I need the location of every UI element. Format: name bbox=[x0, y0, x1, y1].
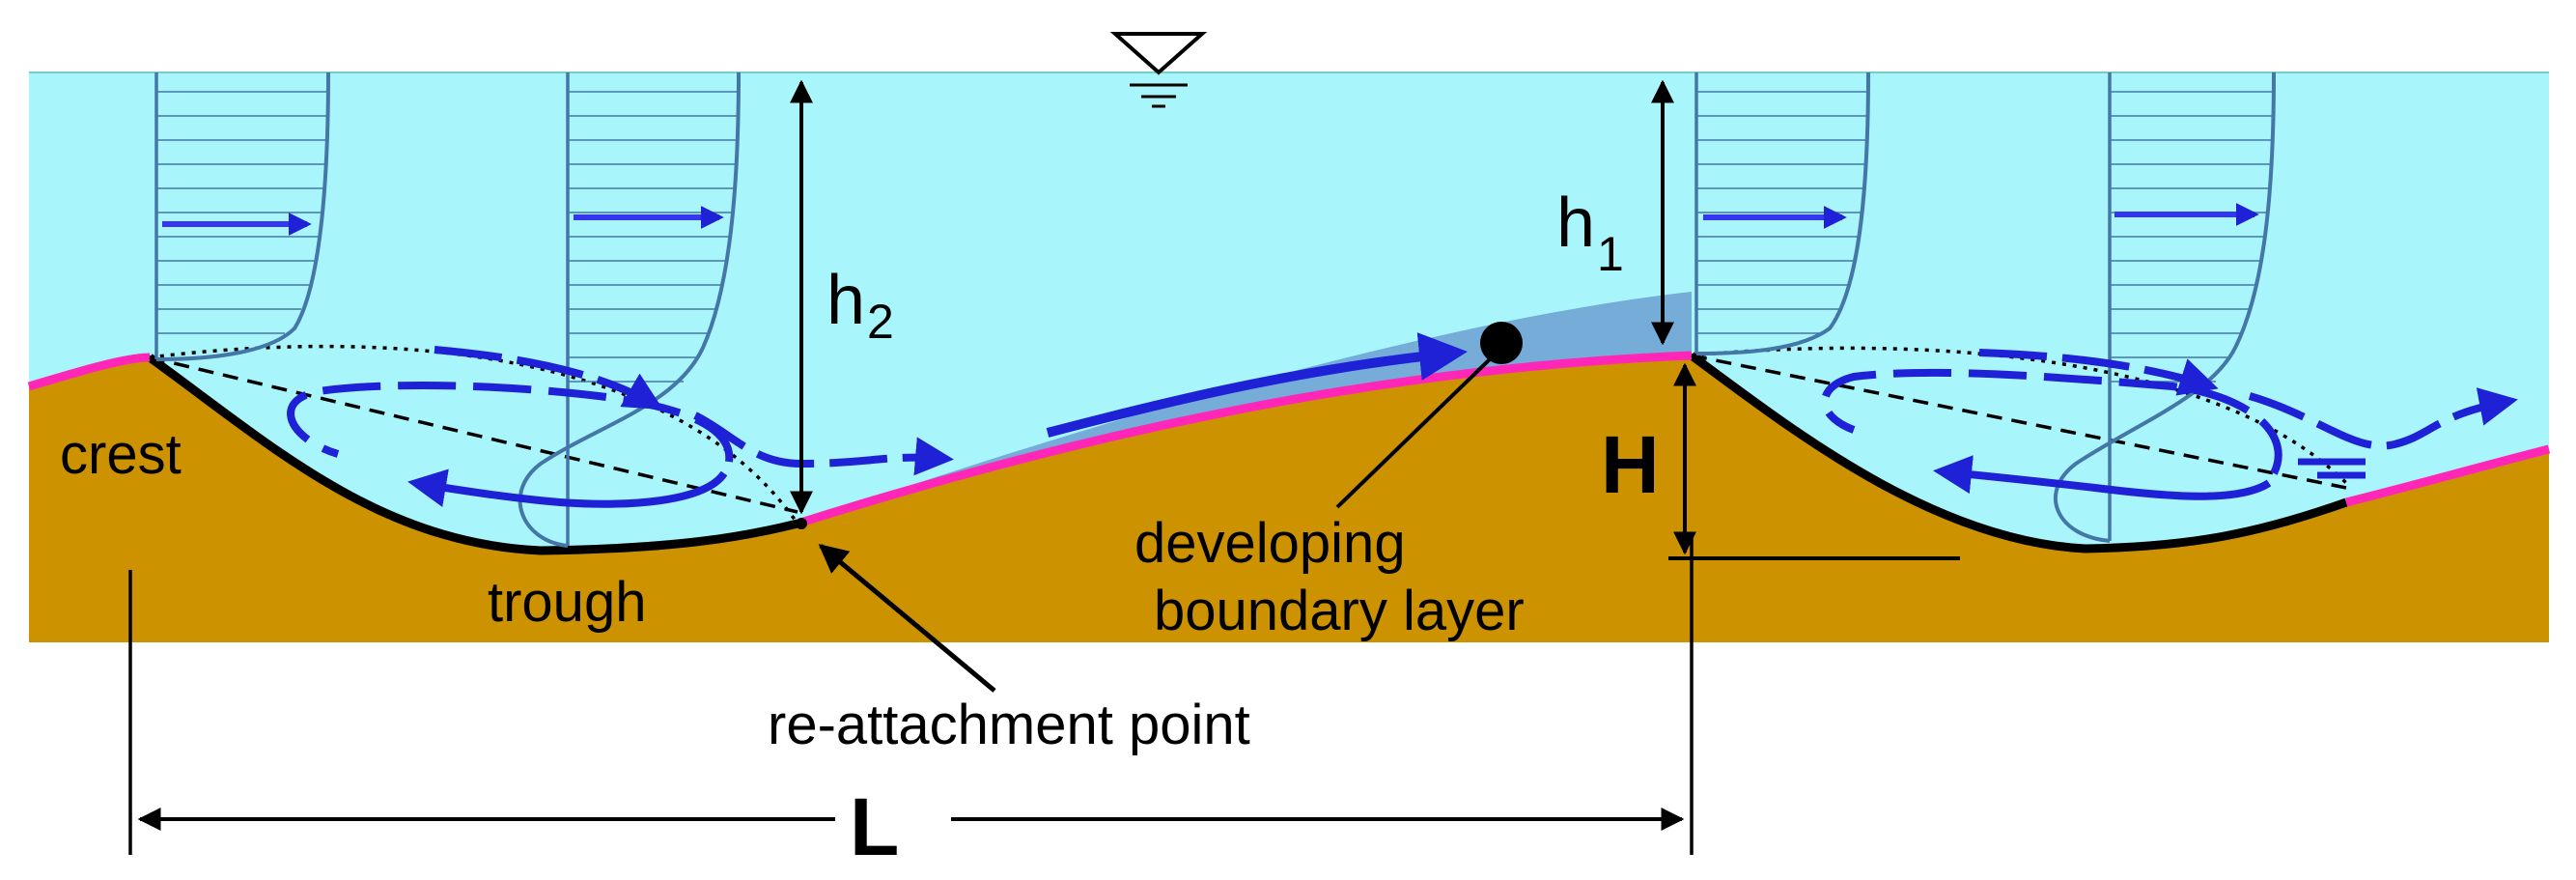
separation-streamline-dotted-left bbox=[149, 344, 799, 525]
boundary-layer-pointer-line bbox=[1335, 355, 1494, 509]
crest-label: crest bbox=[60, 423, 182, 486]
recirculation-eddy-left-upper bbox=[287, 381, 734, 463]
separation-streamline-dashed-left bbox=[149, 355, 798, 514]
trough-label: trough bbox=[488, 571, 646, 634]
flow-arrow-above-eddy-right bbox=[1978, 349, 2219, 396]
boundary-layer-label: boundary layer bbox=[1154, 580, 1525, 642]
h2-subscript: 2 bbox=[867, 295, 894, 349]
boundary-layer-flow-arrow bbox=[1046, 332, 1468, 438]
recirculation-eddy-left-lower bbox=[407, 468, 728, 508]
boundary-layer-marker-dot bbox=[1480, 322, 1523, 364]
sediment-bed bbox=[29, 355, 2549, 642]
L-label: L bbox=[850, 781, 899, 872]
h1-label: h bbox=[1556, 185, 1595, 262]
lee-side-bed-line-left bbox=[147, 354, 799, 555]
reattachment-mini-arrows-right bbox=[2298, 458, 2366, 479]
velocity-profile-1 bbox=[154, 71, 330, 361]
stoss-bed-line-crest-left bbox=[27, 353, 151, 391]
flow-arrow-above-eddy-left bbox=[434, 346, 663, 411]
recirculation-eddy-right-upper bbox=[1821, 368, 2282, 475]
stoss-bed-line-right bbox=[2344, 444, 2551, 507]
flow-wave-right bbox=[2248, 387, 2518, 450]
reattachment-pointer-arrow bbox=[818, 544, 996, 693]
developing-boundary-layer-band bbox=[798, 292, 1692, 524]
water-surface-triangle-icon bbox=[1109, 32, 1208, 108]
developing-label: developing bbox=[1134, 512, 1406, 575]
h2-label: h bbox=[826, 262, 865, 339]
recirculation-eddy-right-lower bbox=[1933, 455, 2272, 500]
reattachment-point-marker bbox=[796, 518, 807, 529]
H-label: H bbox=[1601, 419, 1660, 510]
stoss-bed-line-middle bbox=[796, 351, 1693, 528]
velocity-profile-3 bbox=[1694, 71, 1870, 355]
separation-streamline-dashed-right bbox=[1691, 354, 2347, 490]
reattachment-point-label: re-attachment point bbox=[768, 694, 1250, 756]
lee-side-bed-line-right bbox=[1689, 352, 2348, 554]
h1-subscript: 1 bbox=[1597, 227, 1624, 281]
